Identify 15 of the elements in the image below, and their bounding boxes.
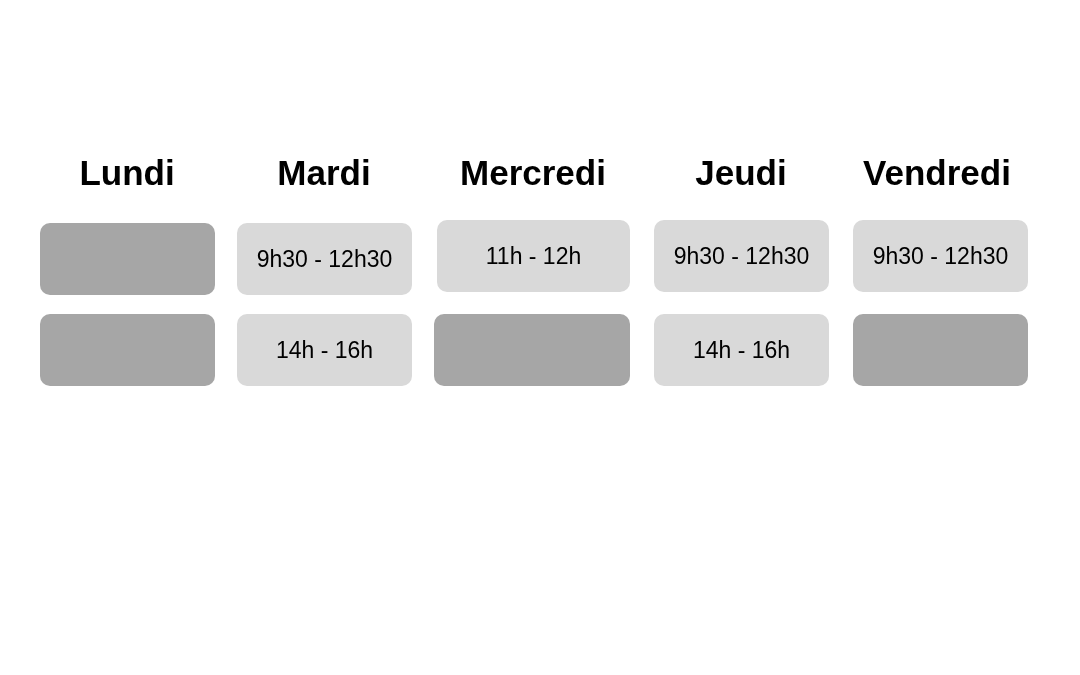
empty-slot [853,314,1028,386]
day-heading: Vendredi [863,155,1011,190]
day-heading: Mercredi [460,155,606,190]
day-heading: Jeudi [695,155,787,190]
time-slot: 9h30 - 12h30 [853,220,1028,292]
time-slot: 14h - 16h [237,314,412,386]
day-heading: Mardi [277,155,371,190]
time-slot: 9h30 - 12h30 [654,220,829,292]
empty-slot [40,223,215,295]
empty-slot [40,314,215,386]
time-slot: 9h30 - 12h30 [237,223,412,295]
time-slot: 14h - 16h [654,314,829,386]
day-heading: Lundi [79,155,175,190]
time-slot: 11h - 12h [437,220,630,292]
empty-slot [434,314,630,386]
